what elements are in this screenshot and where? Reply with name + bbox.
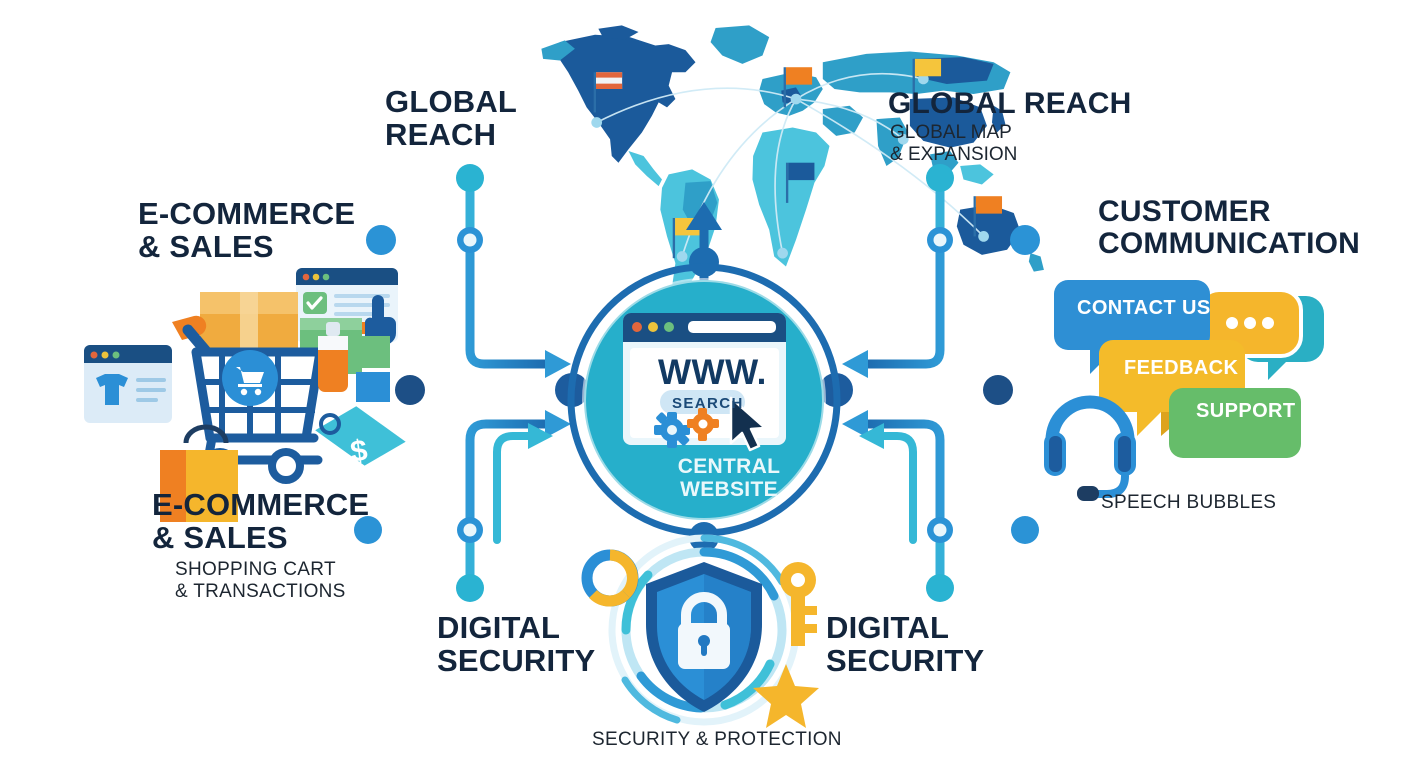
label-global-reach-left: GLOBAL REACH bbox=[385, 84, 518, 152]
bubble-label-support[interactable]: SUPPORT bbox=[1196, 400, 1296, 422]
hub-url-text: WWW. bbox=[658, 353, 767, 392]
label-global-reach-right: GLOBAL REACH bbox=[888, 87, 1132, 120]
bubble-label-contact-us[interactable]: CONTACT US bbox=[1077, 297, 1211, 319]
browser-window-icon bbox=[623, 313, 786, 452]
bubble-label-feedback[interactable]: FEEDBACK bbox=[1124, 357, 1239, 379]
subtitle-security-protection: SECURITY & PROTECTION bbox=[592, 729, 842, 750]
cursor-icon bbox=[729, 396, 767, 452]
search-button[interactable]: SEARCH bbox=[672, 395, 744, 412]
label-ecommerce-bottom: E-COMMERCE & SALES bbox=[152, 487, 370, 555]
label-digital-security-right: DIGITAL SECURITY bbox=[826, 610, 985, 678]
label-digital-security-left: DIGITAL SECURITY bbox=[437, 610, 596, 678]
hub-label: CENTRAL WEBSITE bbox=[677, 455, 781, 501]
subtitle-global-reach-right: GLOBAL MAP & EXPANSION bbox=[890, 122, 1018, 165]
label-ecommerce-top: E-COMMERCE & SALES bbox=[138, 196, 356, 264]
label-customer-communication: CUSTOMER COMMUNICATION bbox=[1098, 195, 1361, 260]
gears-icon bbox=[654, 408, 719, 448]
subtitle-speech-bubbles: SPEECH BUBBLES bbox=[1101, 492, 1277, 513]
subtitle-ecommerce-bottom: SHOPPING CART & TRANSACTIONS bbox=[175, 559, 346, 602]
